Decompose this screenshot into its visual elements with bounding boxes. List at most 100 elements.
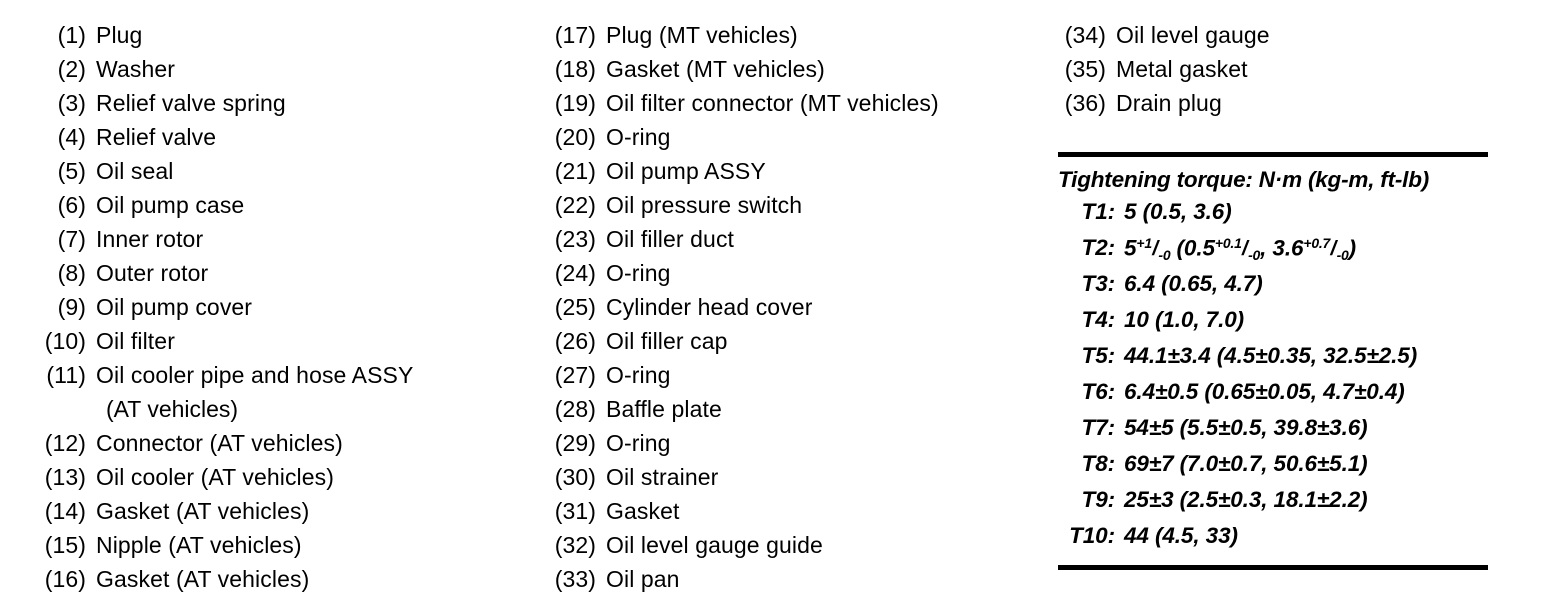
tolerance-lower: -0 <box>1158 246 1171 263</box>
torque-value: 44.1±3.4 (4.5±0.35, 32.5±2.5) <box>1124 343 1418 368</box>
torque-row: T9: 25±3 (2.5±0.3, 18.1±2.2) <box>1058 487 1488 523</box>
part-number: (11) <box>46 362 86 388</box>
part-number: (5) <box>57 158 86 184</box>
part-row: (12)Connector (AT vehicles) <box>38 430 538 464</box>
part-label: Inner rotor <box>96 226 204 252</box>
part-label: Oil cooler pipe and hose ASSY <box>96 362 414 388</box>
part-label: Washer <box>96 56 175 82</box>
torque-row: T8: 69±7 (7.0±0.7, 50.6±5.1) <box>1058 451 1488 487</box>
torque-value: 44 (4.5, 33) <box>1124 523 1238 548</box>
part-row: (17) Plug (MT vehicles) <box>548 22 1038 56</box>
part-row: (11) Oil cooler pipe and hose ASSY <box>38 362 538 396</box>
tightening-torque-block: Tightening torque: N·m (kg-m, ft-lb) T1:… <box>1058 152 1488 570</box>
torque-key: T7: <box>1081 415 1116 440</box>
torque-key: T8: <box>1081 451 1116 476</box>
part-number: (18) <box>554 56 596 82</box>
torque-value: 6.4±0.5 (0.65±0.05, 4.7±0.4) <box>1124 379 1405 404</box>
part-label: Plug <box>96 22 143 48</box>
part-number: (17) <box>554 22 596 48</box>
part-label: Oil filter connector (MT vehicles) <box>606 90 939 116</box>
part-label: Oil pan <box>606 566 680 592</box>
torque-rule-top <box>1058 152 1488 157</box>
part-number: (26) <box>554 328 596 354</box>
torque-key: T1: <box>1081 199 1116 224</box>
part-number: (16) <box>44 566 86 592</box>
part-row: (5)Oil seal <box>38 158 538 192</box>
part-number: (9) <box>57 294 86 320</box>
torque-value: 25±3 (2.5±0.3, 18.1±2.2) <box>1124 487 1368 512</box>
part-row: (9) Oil pump cover <box>38 294 538 328</box>
part-label: Metal gasket <box>1116 56 1248 82</box>
torque-key: T6: <box>1081 379 1116 404</box>
tolerance-notation: +0.7/-0 <box>1303 235 1348 263</box>
torque-value: 69±7 (7.0±0.7, 50.6±5.1) <box>1124 451 1368 476</box>
part-label: Oil filler duct <box>606 226 735 252</box>
part-row: (15)Nipple (AT vehicles) <box>38 532 538 566</box>
part-label: Oil pump case <box>96 192 245 218</box>
part-label: Nipple (AT vehicles) <box>96 532 302 558</box>
torque-value: 5+1/-0 (0.5+0.1/-0, 3.6+0.7/-0) <box>1124 235 1356 263</box>
part-row: (2) Washer <box>38 56 538 90</box>
tolerance-notation: +0.1/-0 <box>1215 235 1260 263</box>
part-label: Oil strainer <box>606 464 719 490</box>
torque-row: T4:10 (1.0, 7.0) <box>1058 307 1488 343</box>
part-row: (13)Oil cooler (AT vehicles) <box>38 464 538 498</box>
part-label: Outer rotor <box>96 260 209 286</box>
part-row: (21)Oil pump ASSY <box>548 158 1038 192</box>
part-label: Drain plug <box>1116 90 1222 116</box>
part-label: Relief valve <box>96 124 217 150</box>
part-number: (19) <box>554 90 596 116</box>
torque-value: 6.4 (0.65, 4.7) <box>1124 271 1263 296</box>
part-row: (29) O-ring <box>548 430 1038 464</box>
torque-value: 10 (1.0, 7.0) <box>1124 307 1245 332</box>
part-label: Oil pump ASSY <box>606 158 766 184</box>
part-row: (25)Cylinder head cover <box>548 294 1038 328</box>
torque-row: T2:5+1/-0 (0.5+0.1/-0, 3.6+0.7/-0) <box>1058 235 1488 271</box>
part-row: (27)O-ring <box>548 362 1038 396</box>
part-number: (2) <box>57 56 86 82</box>
part-label: Cylinder head cover <box>606 294 813 320</box>
part-label: Gasket <box>606 498 680 524</box>
part-row: (10)Oil filter <box>38 328 538 362</box>
part-number: (12) <box>44 430 86 456</box>
torque-row: T3: 6.4 (0.65, 4.7) <box>1058 271 1488 307</box>
part-label-continuation: (AT vehicles) <box>106 396 239 422</box>
torque-title: Tightening torque: N·m (kg-m, ft-lb) <box>1058 167 1430 192</box>
torque-rows: T1:5 (0.5, 3.6)T2:5+1/-0 (0.5+0.1/-0, 3.… <box>1058 199 1488 559</box>
part-label: Relief valve spring <box>96 90 286 116</box>
part-label: Oil pressure switch <box>606 192 803 218</box>
parts-column-2: (17)Plug (MT vehicles)(18)Gasket (MT veh… <box>548 22 1038 600</box>
part-row: (6) Oil pump case <box>38 192 538 226</box>
tolerance-lower: -0 <box>1248 246 1261 263</box>
torque-key: T10: <box>1069 523 1115 548</box>
torque-value: 5 (0.5, 3.6) <box>1124 199 1232 224</box>
torque-row: T10: 44 (4.5, 33) <box>1058 523 1488 559</box>
part-label: O-ring <box>606 430 671 456</box>
part-number: (28) <box>554 396 596 422</box>
part-number: (32) <box>554 532 596 558</box>
torque-row: T7: 54±5 (5.5±0.5, 39.8±3.6) <box>1058 415 1488 451</box>
part-number: (35) <box>1064 56 1106 82</box>
part-row: (16)Gasket (AT vehicles) <box>38 566 538 600</box>
part-number: (6) <box>57 192 86 218</box>
part-label: Oil pump cover <box>96 294 253 320</box>
part-number: (23) <box>554 226 596 252</box>
tolerance-notation: +1/-0 <box>1136 235 1170 263</box>
part-label: Plug (MT vehicles) <box>606 22 798 48</box>
tolerance-slash: / <box>1242 237 1248 261</box>
torque-key: T9: <box>1081 487 1116 512</box>
part-number: (1) <box>57 22 86 48</box>
part-number: (29) <box>554 430 596 456</box>
torque-value: 54±5 (5.5±0.5, 39.8±3.6) <box>1124 415 1368 440</box>
part-label: Oil filler cap <box>606 328 728 354</box>
tolerance-slash: / <box>1152 237 1158 261</box>
parts-column-1: (1)Plug(2)Washer(3)Relief valve spring(4… <box>38 22 538 600</box>
part-row: (4)Relief valve <box>38 124 538 158</box>
torque-key: T3: <box>1081 271 1116 296</box>
part-row: (8)Outer rotor <box>38 260 538 294</box>
part-row: (14)Gasket (AT vehicles) <box>38 498 538 532</box>
tolerance-lower: -0 <box>1336 246 1349 263</box>
tolerance-upper: +0.7 <box>1303 235 1331 251</box>
part-label: O-ring <box>606 260 671 286</box>
part-number: (36) <box>1064 90 1106 116</box>
